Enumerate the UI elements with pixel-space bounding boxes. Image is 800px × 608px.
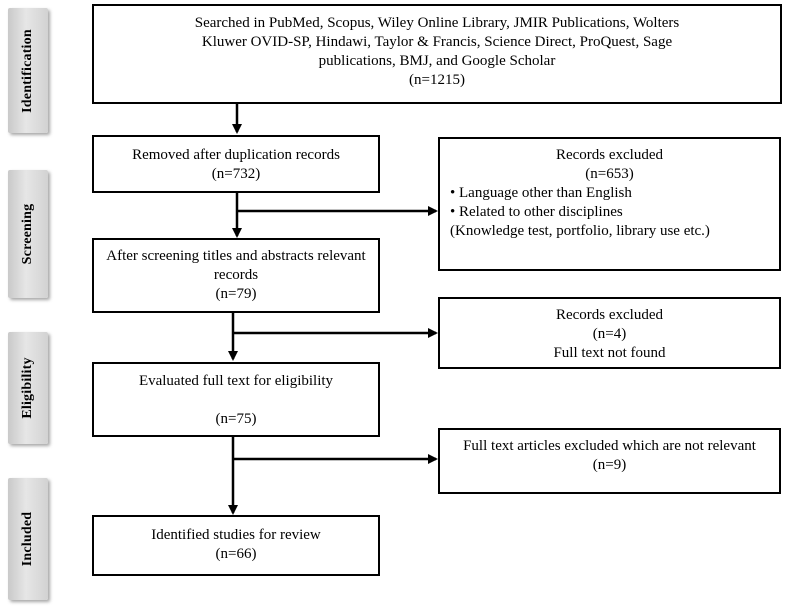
excluded1-bullet-1: • Language other than English bbox=[450, 185, 632, 201]
included-box: Identified studies for review (n=66) bbox=[92, 515, 380, 576]
stage-label-identification: Identification bbox=[8, 8, 48, 133]
excluded2-title: Records excluded bbox=[555, 307, 664, 323]
screened-line-1: After screening titles and abstracts rel… bbox=[106, 248, 366, 264]
fulltext-box: Evaluated full text for eligibility (n=7… bbox=[92, 362, 380, 437]
stage-label-screening: Screening bbox=[8, 170, 48, 298]
excluded-records-box-1: Records excluded (n=653) • Language othe… bbox=[438, 137, 781, 271]
excluded3-text: Full text articles excluded which are no… bbox=[463, 438, 756, 454]
screened-count: (n=79) bbox=[215, 286, 257, 302]
search-line-2: Kluwer OVID-SP, Hindawi, Taylor & Franci… bbox=[201, 34, 673, 50]
search-sources-box: Searched in PubMed, Scopus, Wiley Online… bbox=[92, 4, 782, 104]
stage-label-included: Included bbox=[8, 478, 48, 600]
included-count: (n=66) bbox=[215, 546, 257, 562]
dedup-count: (n=732) bbox=[211, 166, 261, 182]
screened-line-2: records bbox=[213, 267, 259, 283]
excluded-records-box-2: Records excluded (n=4) Full text not fou… bbox=[438, 297, 781, 369]
dedup-box: Removed after duplication records (n=732… bbox=[92, 135, 380, 193]
fulltext-count: (n=75) bbox=[215, 411, 257, 427]
excluded3-count: (n=9) bbox=[592, 457, 627, 473]
dedup-text: Removed after duplication records bbox=[132, 147, 340, 163]
excluded1-title: Records excluded bbox=[555, 147, 664, 163]
stage-label-eligibility: Eligibility bbox=[8, 332, 48, 444]
excluded2-reason: Full text not found bbox=[553, 345, 666, 361]
fulltext-text: Evaluated full text for eligibility bbox=[138, 373, 334, 389]
search-line-1: Searched in PubMed, Scopus, Wiley Online… bbox=[194, 15, 680, 31]
screened-box: After screening titles and abstracts rel… bbox=[92, 238, 380, 313]
excluded1-bullet-3: (Knowledge test, portfolio, library use … bbox=[450, 223, 710, 239]
fulltext-spacer bbox=[94, 391, 378, 410]
included-text: Identified studies for review bbox=[151, 527, 321, 543]
excluded2-count: (n=4) bbox=[592, 326, 627, 342]
search-count: (n=1215) bbox=[409, 72, 465, 88]
excluded-articles-box: Full text articles excluded which are no… bbox=[438, 428, 781, 494]
excluded1-bullet-2: • Related to other disciplines bbox=[450, 204, 623, 220]
search-line-3: publications, BMJ, and Google Scholar bbox=[318, 53, 556, 69]
excluded1-count: (n=653) bbox=[585, 166, 634, 182]
